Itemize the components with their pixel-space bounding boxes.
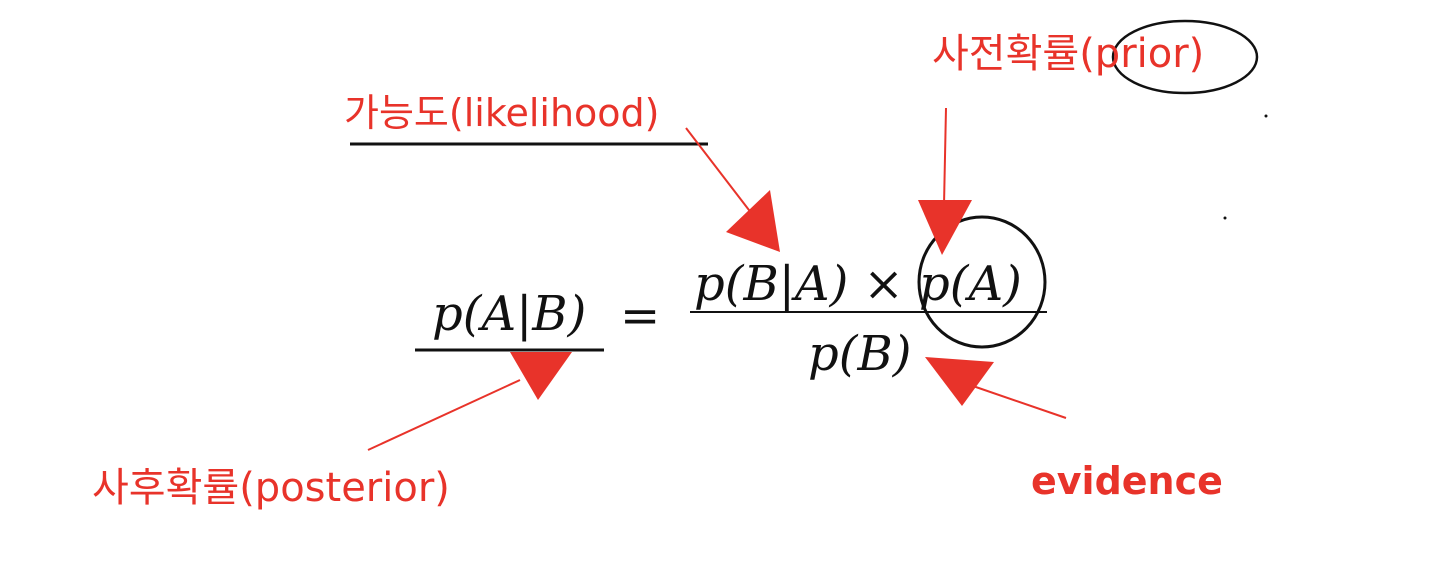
- formula-numerator: p(B|A) × p(A): [694, 260, 1022, 308]
- prior-arrow-line: [943, 107, 947, 206]
- posterior-label: 사후확률(posterior): [92, 465, 450, 511]
- likelihood-arrow-line: [685, 127, 753, 215]
- formula-denominator-text: p(B): [808, 326, 912, 382]
- formula-equals: =: [620, 288, 661, 344]
- evidence-arrow-line: [969, 384, 1067, 419]
- formula-denominator: p(B): [808, 330, 911, 378]
- stray-dot: [1264, 114, 1268, 118]
- prior-arrowhead: [918, 200, 972, 255]
- likelihood-label: 가능도(likelihood): [344, 91, 660, 135]
- prior-label-oval: [1111, 19, 1259, 95]
- formula-lhs: p(A|B): [432, 290, 586, 338]
- likelihood-arrowhead: [726, 190, 780, 252]
- posterior-arrow-line: [367, 379, 521, 451]
- prior-label: 사전확률(prior): [932, 31, 1205, 77]
- formula-lhs-text: p(A|B): [432, 286, 587, 342]
- evidence-label: evidence: [1031, 459, 1223, 503]
- formula-numerator-text: p(B|A) × p(A): [694, 256, 1022, 312]
- posterior-arrowhead: [510, 352, 572, 400]
- prior-circle: [917, 215, 1047, 349]
- evidence-arrowhead: [925, 357, 994, 406]
- stray-dot: [1223, 216, 1227, 220]
